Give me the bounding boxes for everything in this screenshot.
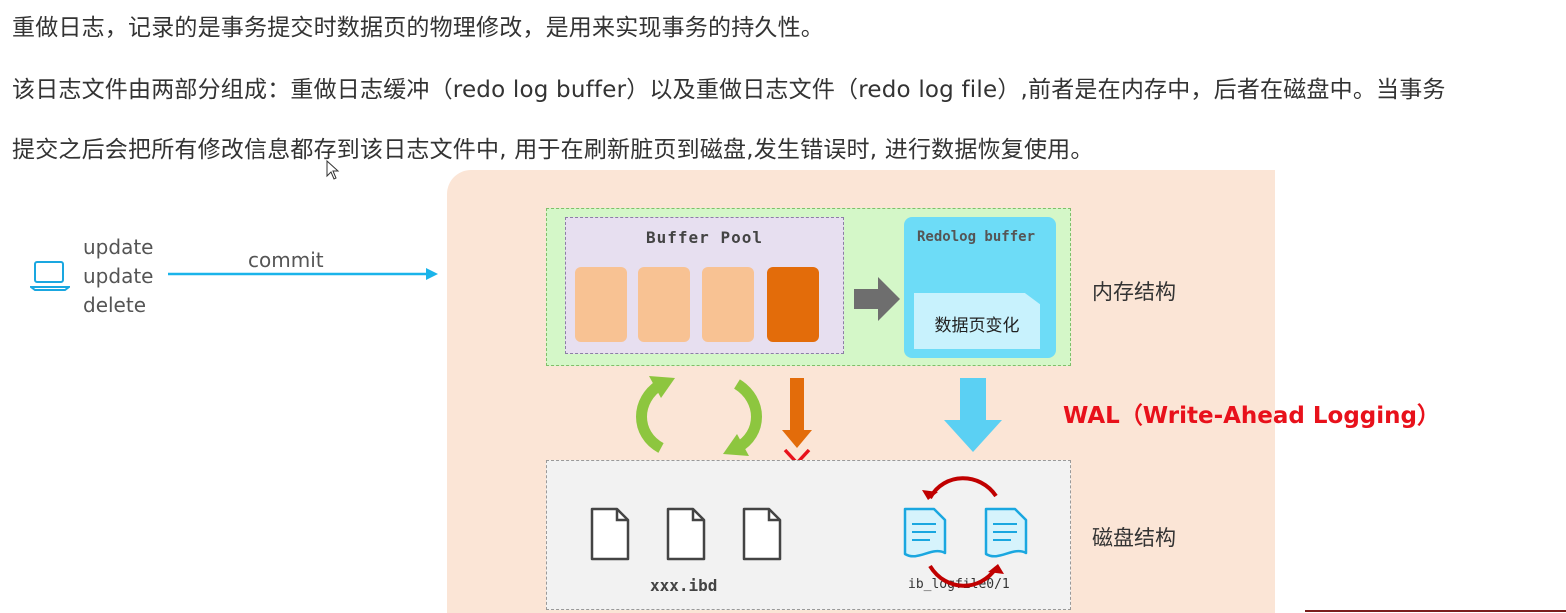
buffer-page [638, 267, 690, 342]
dirty-buffer-page [767, 267, 819, 342]
wal-label: WAL（Write-Ahead Logging） [1063, 403, 1440, 429]
disk-structure-label: 磁盘结构 [1092, 526, 1176, 550]
paragraph-2: 该日志文件由两部分组成：重做日志缓冲（redo log buffer）以及重做日… [12, 77, 1446, 103]
redolog-buffer-title: Redolog buffer [917, 229, 1036, 245]
data-file-icon [590, 507, 630, 561]
log-cycle-bottom-arrow [928, 564, 1004, 588]
commit-label: commit [248, 248, 324, 272]
command-update-2: update [83, 264, 154, 288]
laptop-icon [30, 261, 70, 291]
buffer-page [702, 267, 754, 342]
command-delete: delete [83, 293, 147, 317]
buffer-pool-title: Buffer Pool [646, 228, 763, 247]
data-file-icon [666, 507, 706, 561]
memory-structure-label: 内存结构 [1092, 280, 1176, 304]
log-file-icon [903, 507, 947, 558]
log-cycle-top-arrow [922, 476, 998, 500]
page-change-label: 数据页变化 [934, 316, 1020, 336]
paragraph-3: 提交之后会把所有修改信息都存到该日志文件中, 用于在刷新脏页到磁盘,发生错误时,… [12, 137, 1094, 163]
divider [1305, 610, 1566, 612]
data-file-icon [742, 507, 782, 561]
page-change-entry [914, 293, 1040, 349]
paragraph-1: 重做日志，记录的是事务提交时数据页的物理修改，是用来实现事务的持久性。 [12, 15, 824, 41]
mouse-cursor-icon [326, 160, 340, 180]
flush-log-arrow [944, 378, 1002, 452]
log-file-icon [984, 507, 1028, 558]
refresh-cycle-icon [636, 376, 762, 456]
commit-arrow [168, 268, 438, 280]
write-to-redolog-arrow [854, 277, 900, 321]
buffer-page [575, 267, 627, 342]
command-update-1: update [83, 235, 154, 259]
data-file-label: xxx.ibd [650, 576, 718, 595]
